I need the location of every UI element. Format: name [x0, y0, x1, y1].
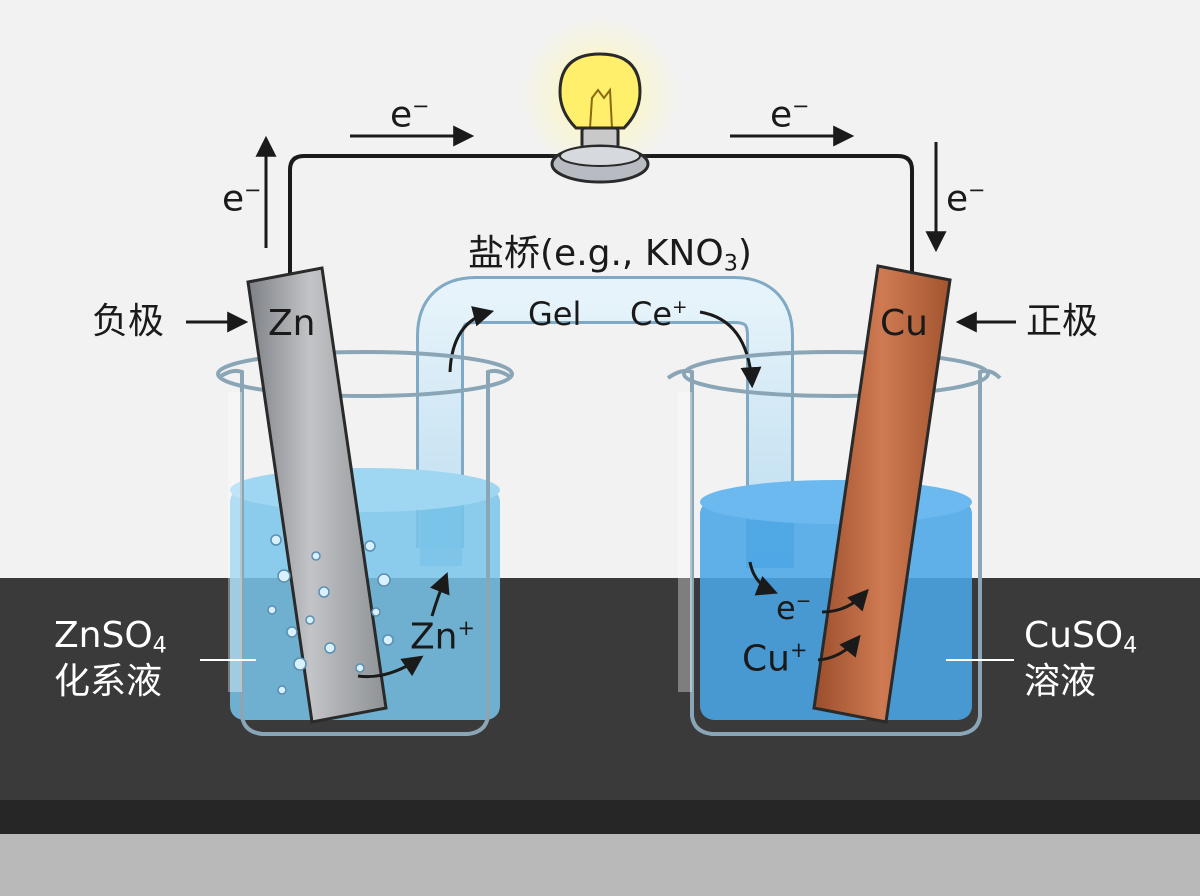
zn-electrode-label: Zn	[268, 303, 316, 344]
electron-label-cu-side: e−	[776, 589, 812, 627]
bridge-outflow-arrow	[748, 561, 778, 596]
external-wire	[288, 154, 914, 282]
cathode-label: 正极	[1026, 301, 1099, 342]
light-bulb-icon	[520, 15, 680, 184]
zn-ion-up-arrow	[430, 572, 450, 617]
cu-ion-arrow	[817, 634, 861, 662]
electron-label-left: e−	[222, 178, 262, 220]
electron-label-top-right: e−	[770, 94, 810, 136]
electron-to-copper-arrow	[821, 588, 869, 614]
cu-ion-label: Cu+	[742, 638, 808, 680]
salt-bridge-label: 盐桥(e.g., KNO3)	[468, 233, 752, 277]
electron-label-top-left: e−	[390, 94, 430, 136]
zn-ion-arrow	[357, 655, 424, 679]
zn-ion-label: Zn+	[410, 616, 475, 658]
cu-solution-formula: CuSO4	[1024, 615, 1138, 659]
ce-label: Ce+	[630, 295, 688, 333]
cu-solution-name: 溶液	[1024, 661, 1097, 702]
zn-solution-name: 化系液	[54, 661, 163, 702]
zn-solution-formula: ZnSO4	[54, 615, 167, 659]
electron-label-right: e−	[946, 178, 986, 220]
cu-electrode-label: Cu	[880, 303, 928, 344]
anode-label: 负极	[92, 301, 165, 342]
lab-bench	[0, 578, 1200, 896]
gas-bubbles	[267, 534, 394, 695]
gel-label: Gel	[528, 295, 582, 333]
